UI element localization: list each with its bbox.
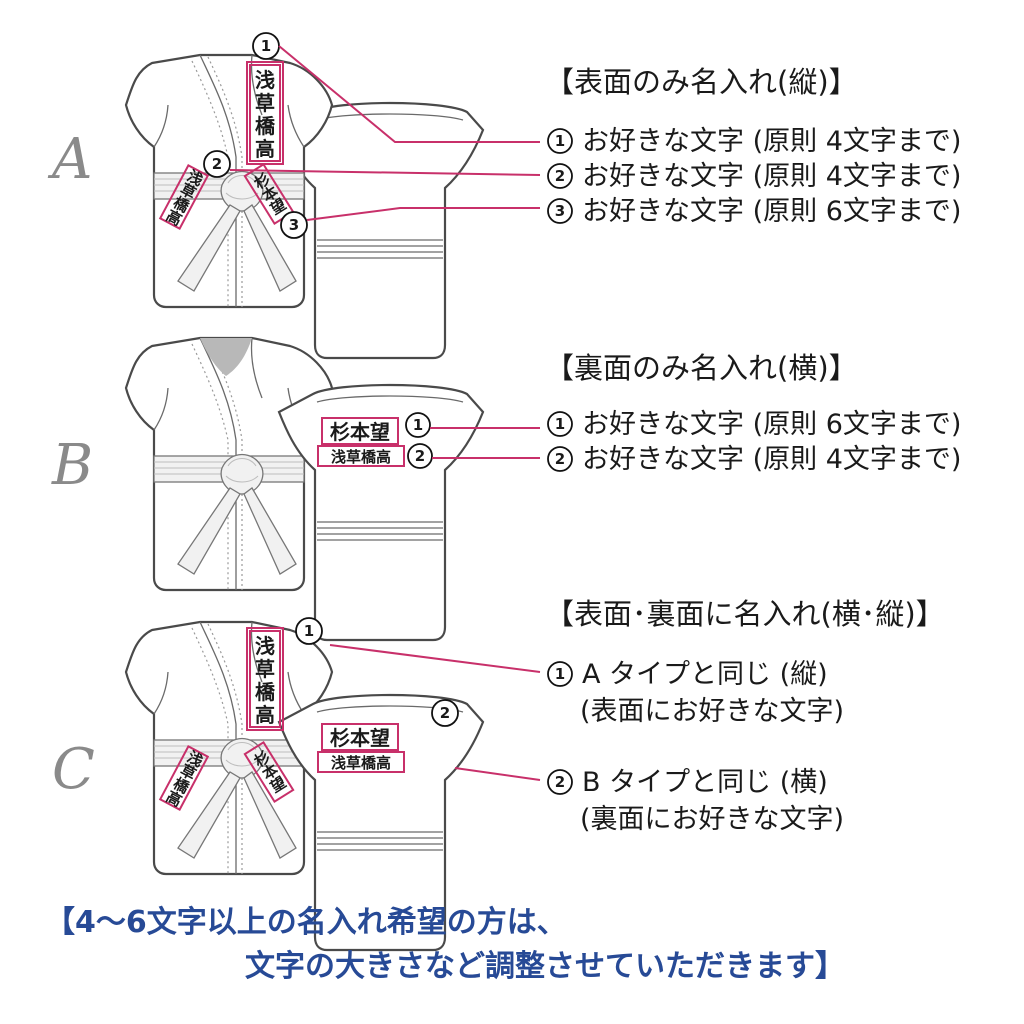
item-c-1-num: 1 <box>555 665 565 683</box>
c-back-name-box <box>321 723 399 751</box>
callout-b-1-num: 1 <box>413 416 423 434</box>
section-a-heading: 【表面のみ名入れ(縦)】 <box>545 65 858 99</box>
c-back-name-text: 杉本望 <box>330 726 390 750</box>
callout-b-1 <box>405 412 431 438</box>
item-b-1-text: お好きな文字 (原則 6文字まで) <box>582 409 961 440</box>
item-c-2-sub: (裏面にお好きな文字) <box>580 804 844 835</box>
item-b-1-badge <box>547 411 573 437</box>
item-a-2-num: 2 <box>555 167 565 185</box>
item-c-2-badge <box>547 769 573 795</box>
item-b-2-text: お好きな文字 (原則 4文字まで) <box>582 444 961 475</box>
item-a-1-num: 1 <box>555 132 565 150</box>
school-char-1: 浅 <box>255 68 275 92</box>
section-c-heading: 【表面･裏面に名入れ(横･縦)】 <box>545 597 945 631</box>
leader-c-2 <box>454 767 541 781</box>
item-a-1-badge <box>547 128 573 154</box>
item-c-2-num: 2 <box>555 773 565 791</box>
school-char-2: 草 <box>255 91 275 115</box>
callout-b-2 <box>407 443 433 469</box>
footer-line-2: 文字の大きさなど調整させていただきます】 <box>245 949 845 984</box>
c-back-school-text: 浅草橋高 <box>331 754 391 772</box>
back-name-box <box>321 417 399 445</box>
item-c-2-text: B タイプと同じ (横) <box>582 767 828 798</box>
school-char-4: 高 <box>255 137 275 161</box>
section-c-letter: C <box>52 737 95 802</box>
item-a-1-text: お好きな文字 (原則 4文字まで) <box>582 126 961 157</box>
callout-a-3 <box>280 211 308 239</box>
item-c-1-sub: (表面にお好きな文字) <box>580 696 844 727</box>
section-b-letter: B <box>51 433 93 498</box>
leader-c-1 <box>329 644 541 673</box>
leader-a-3 <box>306 207 540 221</box>
back-school-text: 浅草橋高 <box>331 448 391 466</box>
c-school-char-1: 浅 <box>255 634 275 658</box>
item-a-3-badge <box>547 198 573 224</box>
callout-c-1-num: 1 <box>304 622 314 640</box>
item-a-3-num: 3 <box>555 202 565 220</box>
item-c-1-text: A タイプと同じ (縦) <box>582 659 828 690</box>
item-a-3-text: お好きな文字 (原則 6文字まで) <box>582 196 961 227</box>
section-a-letter: A <box>47 127 92 192</box>
callout-b-2-num: 2 <box>415 447 425 465</box>
item-c-1-badge <box>547 661 573 687</box>
section-b-heading: 【裏面のみ名入れ(横)】 <box>545 351 858 385</box>
item-a-2-badge <box>547 163 573 189</box>
callout-a-1-num: 1 <box>261 37 271 55</box>
footer-line-1: 【4〜6文字以上の名入れ希望の方は、 <box>45 905 567 940</box>
callout-c-2-num: 2 <box>440 704 450 722</box>
item-a-2-text: お好きな文字 (原則 4文字まで) <box>582 161 961 192</box>
callout-a-3-num: 3 <box>289 216 299 234</box>
item-b-2-num: 2 <box>555 450 565 468</box>
c-school-char-2: 草 <box>255 657 275 681</box>
c-back-school-box <box>317 751 405 773</box>
school-char-3: 橋 <box>255 114 276 138</box>
leader-a-1 <box>278 45 540 143</box>
callout-a-2-num: 2 <box>212 155 222 173</box>
callout-c-2 <box>431 699 459 727</box>
leader-a-2 <box>229 169 541 176</box>
callout-c-1 <box>295 617 323 645</box>
item-b-1-num: 1 <box>555 415 565 433</box>
back-school-box <box>317 445 405 467</box>
c-school-char-3: 橋 <box>255 680 276 704</box>
back-name-text: 杉本望 <box>330 420 390 444</box>
item-b-2-badge <box>547 446 573 472</box>
c-school-char-4: 高 <box>255 703 275 727</box>
callout-a-2 <box>203 150 231 178</box>
